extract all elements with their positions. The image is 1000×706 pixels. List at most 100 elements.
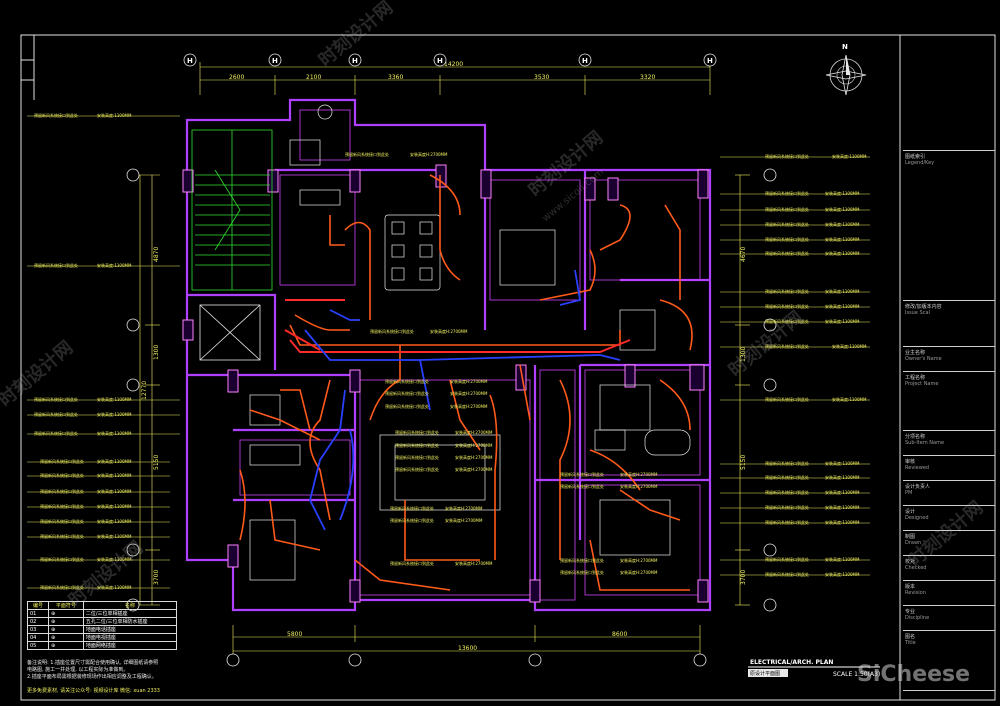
label-in-6-h: 安装高度H:2700MM <box>455 430 493 435</box>
label-in-7-h: 安装高度H:2700MM <box>455 443 493 448</box>
title-block-revision: 版本 Revision <box>903 580 995 606</box>
label-left-13: 预留新风系统接口到此处 <box>40 585 84 590</box>
label-left-11-h: 安装高度:1100MM <box>97 534 132 539</box>
label-right-8: 预留新风系统接口到此处 <box>765 304 809 309</box>
label-in-16: 预留新风系统接口到此处 <box>560 570 604 575</box>
label-left-10-h: 安装高度:1100MM <box>97 519 132 524</box>
title-block-drawn: 制图 Drawn <box>903 530 995 556</box>
title-block-project: 工程名称 Project Name <box>903 371 995 427</box>
label-right-11: 预留新风系统接口到此处 <box>765 397 809 402</box>
label-left-8-h: 安装高度:1100MM <box>97 489 132 494</box>
label-left-7-h: 安装高度:1100MM <box>97 473 132 478</box>
label-left-7: 预留新风系统接口到此处 <box>40 473 84 478</box>
label-right-14: 预留新风系统接口到此处 <box>765 490 809 495</box>
axis-bubble-6: H <box>707 57 713 65</box>
label-right-9: 预留新风系统接口到此处 <box>765 319 809 324</box>
axis-bubble-3: H <box>352 57 358 65</box>
label-right-3-h: 安装高度:1100MM <box>825 207 860 212</box>
label-right-7-h: 安装高度:1100MM <box>825 289 860 294</box>
label-left-3-h: 安装高度:1100MM <box>97 397 132 402</box>
dimension-chain-bottom <box>232 625 701 656</box>
note-line-1: 备注说明: 1.插座位置尺寸需配合使用确认, 详细图纸请参照 <box>27 660 159 666</box>
label-right-18-h: 安装高度:1100MM <box>825 572 860 577</box>
dim-left-total: 12770 <box>141 381 148 400</box>
dim-top-1: 2600 <box>229 74 244 81</box>
label-in-11-h: 安装高度H:2700MM <box>445 518 483 523</box>
label-right-11-h: 安装高度:1100MM <box>832 397 867 402</box>
label-left-2-h: 安装高度:1100MM <box>97 263 132 268</box>
label-right-17: 预留新风系统接口到此处 <box>765 557 809 562</box>
dim-right-3: 5150 <box>740 455 747 470</box>
plan-scale: SCALE 1:50(A3) <box>833 671 881 678</box>
note-line-3: 2.插座平面布局需根据装修现场作出相应调整及工程确认。 <box>27 674 157 680</box>
label-right-2-h: 安装高度:1100MM <box>825 191 860 196</box>
table-row: 04 ⊕ 地面电视插座 <box>27 633 178 642</box>
label-right-4-h: 安装高度:1100MM <box>825 222 860 227</box>
inner-walls <box>239 109 701 601</box>
label-in-2: 预留新风系统接口到此处 <box>370 329 414 334</box>
label-left-6: 预留新风系统接口到此处 <box>40 459 84 464</box>
label-in-12: 预留新风系统接口到此处 <box>390 561 434 566</box>
label-left-9: 预留新风系统接口到此处 <box>40 504 84 509</box>
title-block-pm: 设计负责人 PM <box>903 480 995 506</box>
dim-bottom-2: 8600 <box>612 631 627 638</box>
label-left-3: 预留新风系统接口到此处 <box>34 397 78 402</box>
columns <box>182 164 709 603</box>
dim-left-3: 5150 <box>153 455 160 470</box>
wiring-orange <box>239 174 693 591</box>
label-in-14-h: 安装高度H:2700MM <box>620 484 658 489</box>
label-left-10: 预留新风系统接口到此处 <box>40 519 84 524</box>
label-left-2: 预留新风系统接口到此处 <box>34 263 78 268</box>
label-left-4-h: 安装高度:1100MM <box>97 412 132 417</box>
title-block-checked: 校对 Checked <box>903 555 995 581</box>
label-right-4: 预留新风系统接口到此处 <box>765 222 809 227</box>
label-right-14-h: 安装高度:1100MM <box>825 490 860 495</box>
label-left-1-h: 安装高度:1100MM <box>97 113 132 118</box>
label-in-4: 预留新风系统接口到此处 <box>385 391 429 396</box>
label-left-1: 预留新风系统接口到此处 <box>34 113 78 118</box>
label-in-9: 预留新风系统接口到此处 <box>395 467 439 472</box>
label-in-7: 预留新风系统接口到此处 <box>395 443 439 448</box>
label-in-9-h: 安装高度H:2700MM <box>455 467 493 472</box>
title-block-designed: 设计 Designed <box>903 505 995 531</box>
title-block-reviewed: 审核 Reviewed <box>903 455 995 481</box>
plan-subtitle-box <box>748 669 788 677</box>
label-right-7: 预留新风系统接口到此处 <box>765 289 809 294</box>
label-right-13-h: 安装高度:1100MM <box>825 475 860 480</box>
label-in-5: 预留新风系统接口到此处 <box>385 404 429 409</box>
label-right-18: 预留新风系统接口到此处 <box>765 572 809 577</box>
label-in-15: 预留新风系统接口到此处 <box>560 558 604 563</box>
label-right-6-h: 安装高度:1100MM <box>825 251 860 256</box>
label-in-13: 预留新风系统接口到此处 <box>560 472 604 477</box>
north-label: N <box>842 43 848 51</box>
label-left-12: 预留新风系统接口到此处 <box>40 557 84 562</box>
dim-right-1: 4670 <box>740 247 747 262</box>
legend-header-no: 编号 <box>27 601 49 610</box>
label-in-1: 预留新风系统接口到此处 <box>345 152 389 157</box>
legend-header-name: 名称 <box>82 601 178 610</box>
label-right-9-h: 安装高度:1100MM <box>825 319 860 324</box>
wiring-red <box>284 299 631 353</box>
label-right-17-h: 安装高度:1100MM <box>825 557 860 562</box>
label-left-5: 预留新风系统接口到此处 <box>34 431 78 436</box>
label-left-11: 预留新风系统接口到此处 <box>40 534 84 539</box>
label-in-11: 预留新风系统接口到此处 <box>390 518 434 523</box>
label-right-1: 预留新风系统接口到此处 <box>765 154 809 159</box>
label-left-4: 预留新风系统接口到此处 <box>34 412 78 417</box>
dimension-chain-right <box>735 174 750 606</box>
wiring-blue <box>304 269 621 531</box>
brand-logo: SiCheese <box>857 662 971 687</box>
title-block-frame <box>899 34 996 701</box>
label-right-10-h: 安装高度:1100MM <box>832 344 867 349</box>
legend-table: 编号 平面符号 名称 01 ⊕ 二位/三位单相插座 02 ⊕ 五孔二位/三位单相… <box>27 601 178 650</box>
elevator <box>199 304 261 361</box>
label-in-5-h: 安装高度H:2700MM <box>450 404 488 409</box>
title-block-legend: 图纸索引 Legend/Key <box>903 150 995 181</box>
dim-bottom-1: 5800 <box>287 631 302 638</box>
plan-subtitle: 原设计平面图 <box>750 671 781 677</box>
dim-left-4: 3700 <box>153 570 160 585</box>
title-block-title: 图名 Title <box>903 630 995 661</box>
dimension-chain-top <box>199 62 711 95</box>
plan-title: ELECTRICAL/ARCH. PLAN <box>750 659 834 666</box>
